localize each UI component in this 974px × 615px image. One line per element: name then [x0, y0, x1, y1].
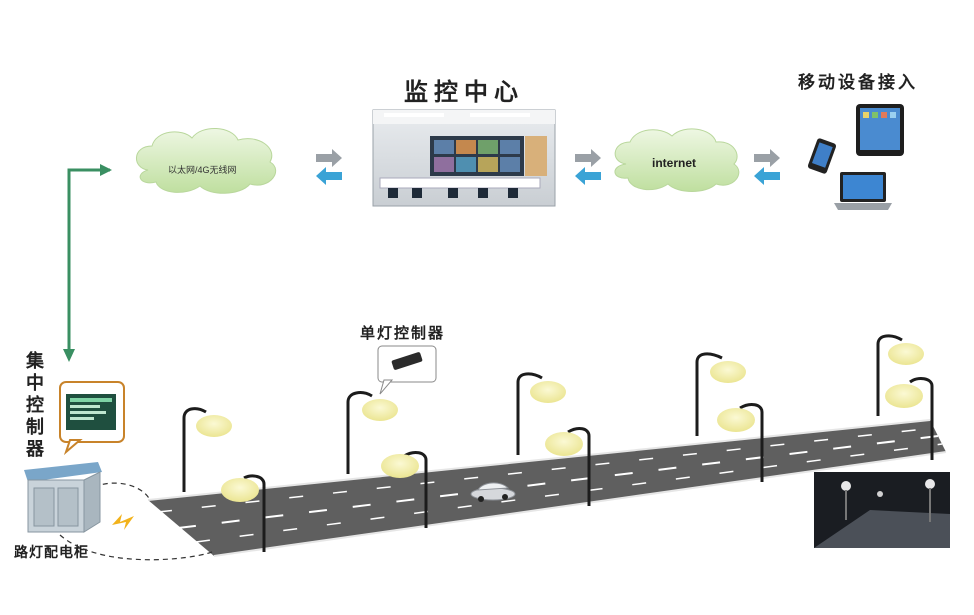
- ethernet-cloud-label: 以太网/4G无线网: [168, 165, 237, 175]
- street-lamps: [182, 334, 934, 552]
- controller-device-icon: [377, 345, 437, 395]
- sync-arrows-middle: [575, 149, 601, 185]
- monitor-center-title: 监控中心: [404, 79, 524, 106]
- arrow-head-right: [100, 164, 112, 176]
- phone-icon: [807, 138, 837, 174]
- uplink-arrow: [67, 168, 110, 355]
- single-lamp-controller-title: 单灯控制器: [360, 325, 446, 342]
- lamp-glows: [196, 343, 924, 502]
- arrow-head-down: [63, 349, 75, 362]
- car-icon: [470, 482, 516, 502]
- internet-cloud-label: internet: [652, 156, 697, 170]
- monitor-room-photo: [372, 109, 556, 207]
- ethernet-cloud: [136, 128, 277, 194]
- concentrator-title: 集中控制器: [26, 351, 44, 459]
- internet-cloud: [614, 128, 740, 192]
- tablet-icon: [856, 104, 904, 156]
- concentrator-screen: [59, 381, 125, 456]
- mobile-access-title: 移动设备接入: [798, 73, 918, 92]
- sync-arrows-left: [316, 149, 342, 185]
- night-road-photo: [814, 472, 950, 548]
- lightning-icon: [112, 514, 134, 530]
- distribution-cabinet-title: 路灯配电柜: [14, 544, 89, 560]
- laptop-icon: [834, 172, 892, 210]
- power-cable: [59, 482, 213, 561]
- road: [147, 419, 947, 557]
- cabinet-icon: [24, 462, 102, 533]
- sync-arrows-right: [754, 149, 780, 185]
